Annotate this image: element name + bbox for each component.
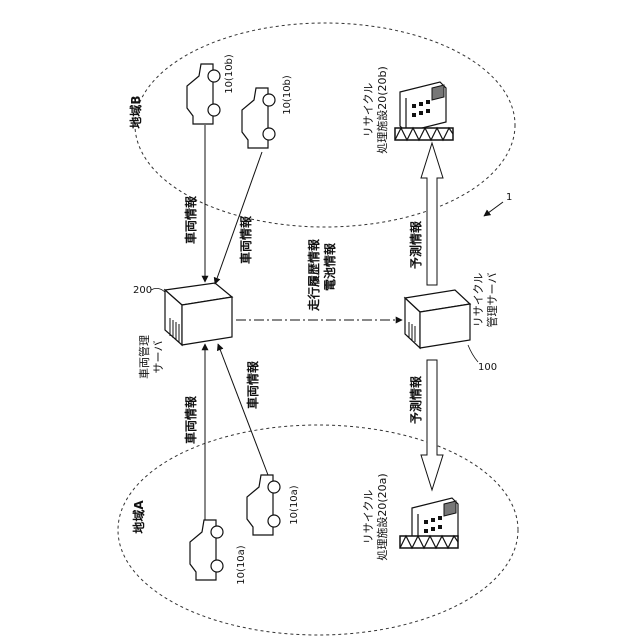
vehicle-icon <box>247 475 280 535</box>
arrow-vehicle-a2-to-server <box>218 344 268 475</box>
figure-reference-number: 1 <box>506 192 512 203</box>
flow-label-prediction: 予測情報 <box>408 375 423 424</box>
recycle-server-ref-leader <box>468 345 478 362</box>
recycle-server-label-1: リサイクル <box>472 273 485 327</box>
vehicle-icon <box>242 88 275 148</box>
flow-label-vehicle-info: 車両情報 <box>183 395 198 444</box>
flow-label-vehicle-info: 車両情報 <box>183 195 198 244</box>
figure-reference-arrow <box>484 202 503 216</box>
flow-label-travel-history: 走行履歴情報 <box>306 238 321 311</box>
region-a-label: 地域A <box>131 500 146 534</box>
recycle-server-ref: 100 <box>478 362 497 373</box>
flow-label-vehicle-info: 車両情報 <box>245 360 260 409</box>
facility-b-label-2: 処理施設20(20b) <box>375 66 389 154</box>
vehicle-label-b1: 10(10b) <box>224 54 235 94</box>
facility-a-label-1: リサイクル <box>362 490 375 544</box>
vehicle-management-server-icon <box>165 283 232 345</box>
recycling-facility-icon <box>395 82 453 140</box>
recycle-server-label-2: 管理サーバ <box>485 273 499 328</box>
vehicle-label-a2: 10(10a) <box>289 485 300 524</box>
vehicle-icon <box>187 64 220 124</box>
vehicle-label-a1: 10(10a) <box>236 545 247 584</box>
recycle-management-server-icon <box>405 290 470 348</box>
recycling-facility-icon <box>400 498 458 548</box>
vehicle-server-label-1: 車両管理 <box>137 335 151 379</box>
flow-label-prediction: 予測情報 <box>408 220 423 269</box>
vehicle-server-ref-leader <box>151 288 165 292</box>
vehicle-server-label-2: サーバ <box>152 341 165 374</box>
flow-label-vehicle-info: 車両情報 <box>238 215 253 264</box>
arrow-prediction-to-facility-b <box>421 143 443 285</box>
facility-a-label-2: 処理施設20(20a) <box>375 473 389 560</box>
vehicle-label-b2: 10(10b) <box>282 75 293 115</box>
vehicle-icon <box>190 520 223 580</box>
region-b-label: 地域B <box>128 95 143 128</box>
vehicle-server-ref: 200 <box>133 285 152 296</box>
facility-b-label-1: リサイクル <box>362 83 375 137</box>
arrow-prediction-to-facility-a <box>421 360 443 490</box>
flow-label-battery-info: 電池情報 <box>322 242 337 291</box>
